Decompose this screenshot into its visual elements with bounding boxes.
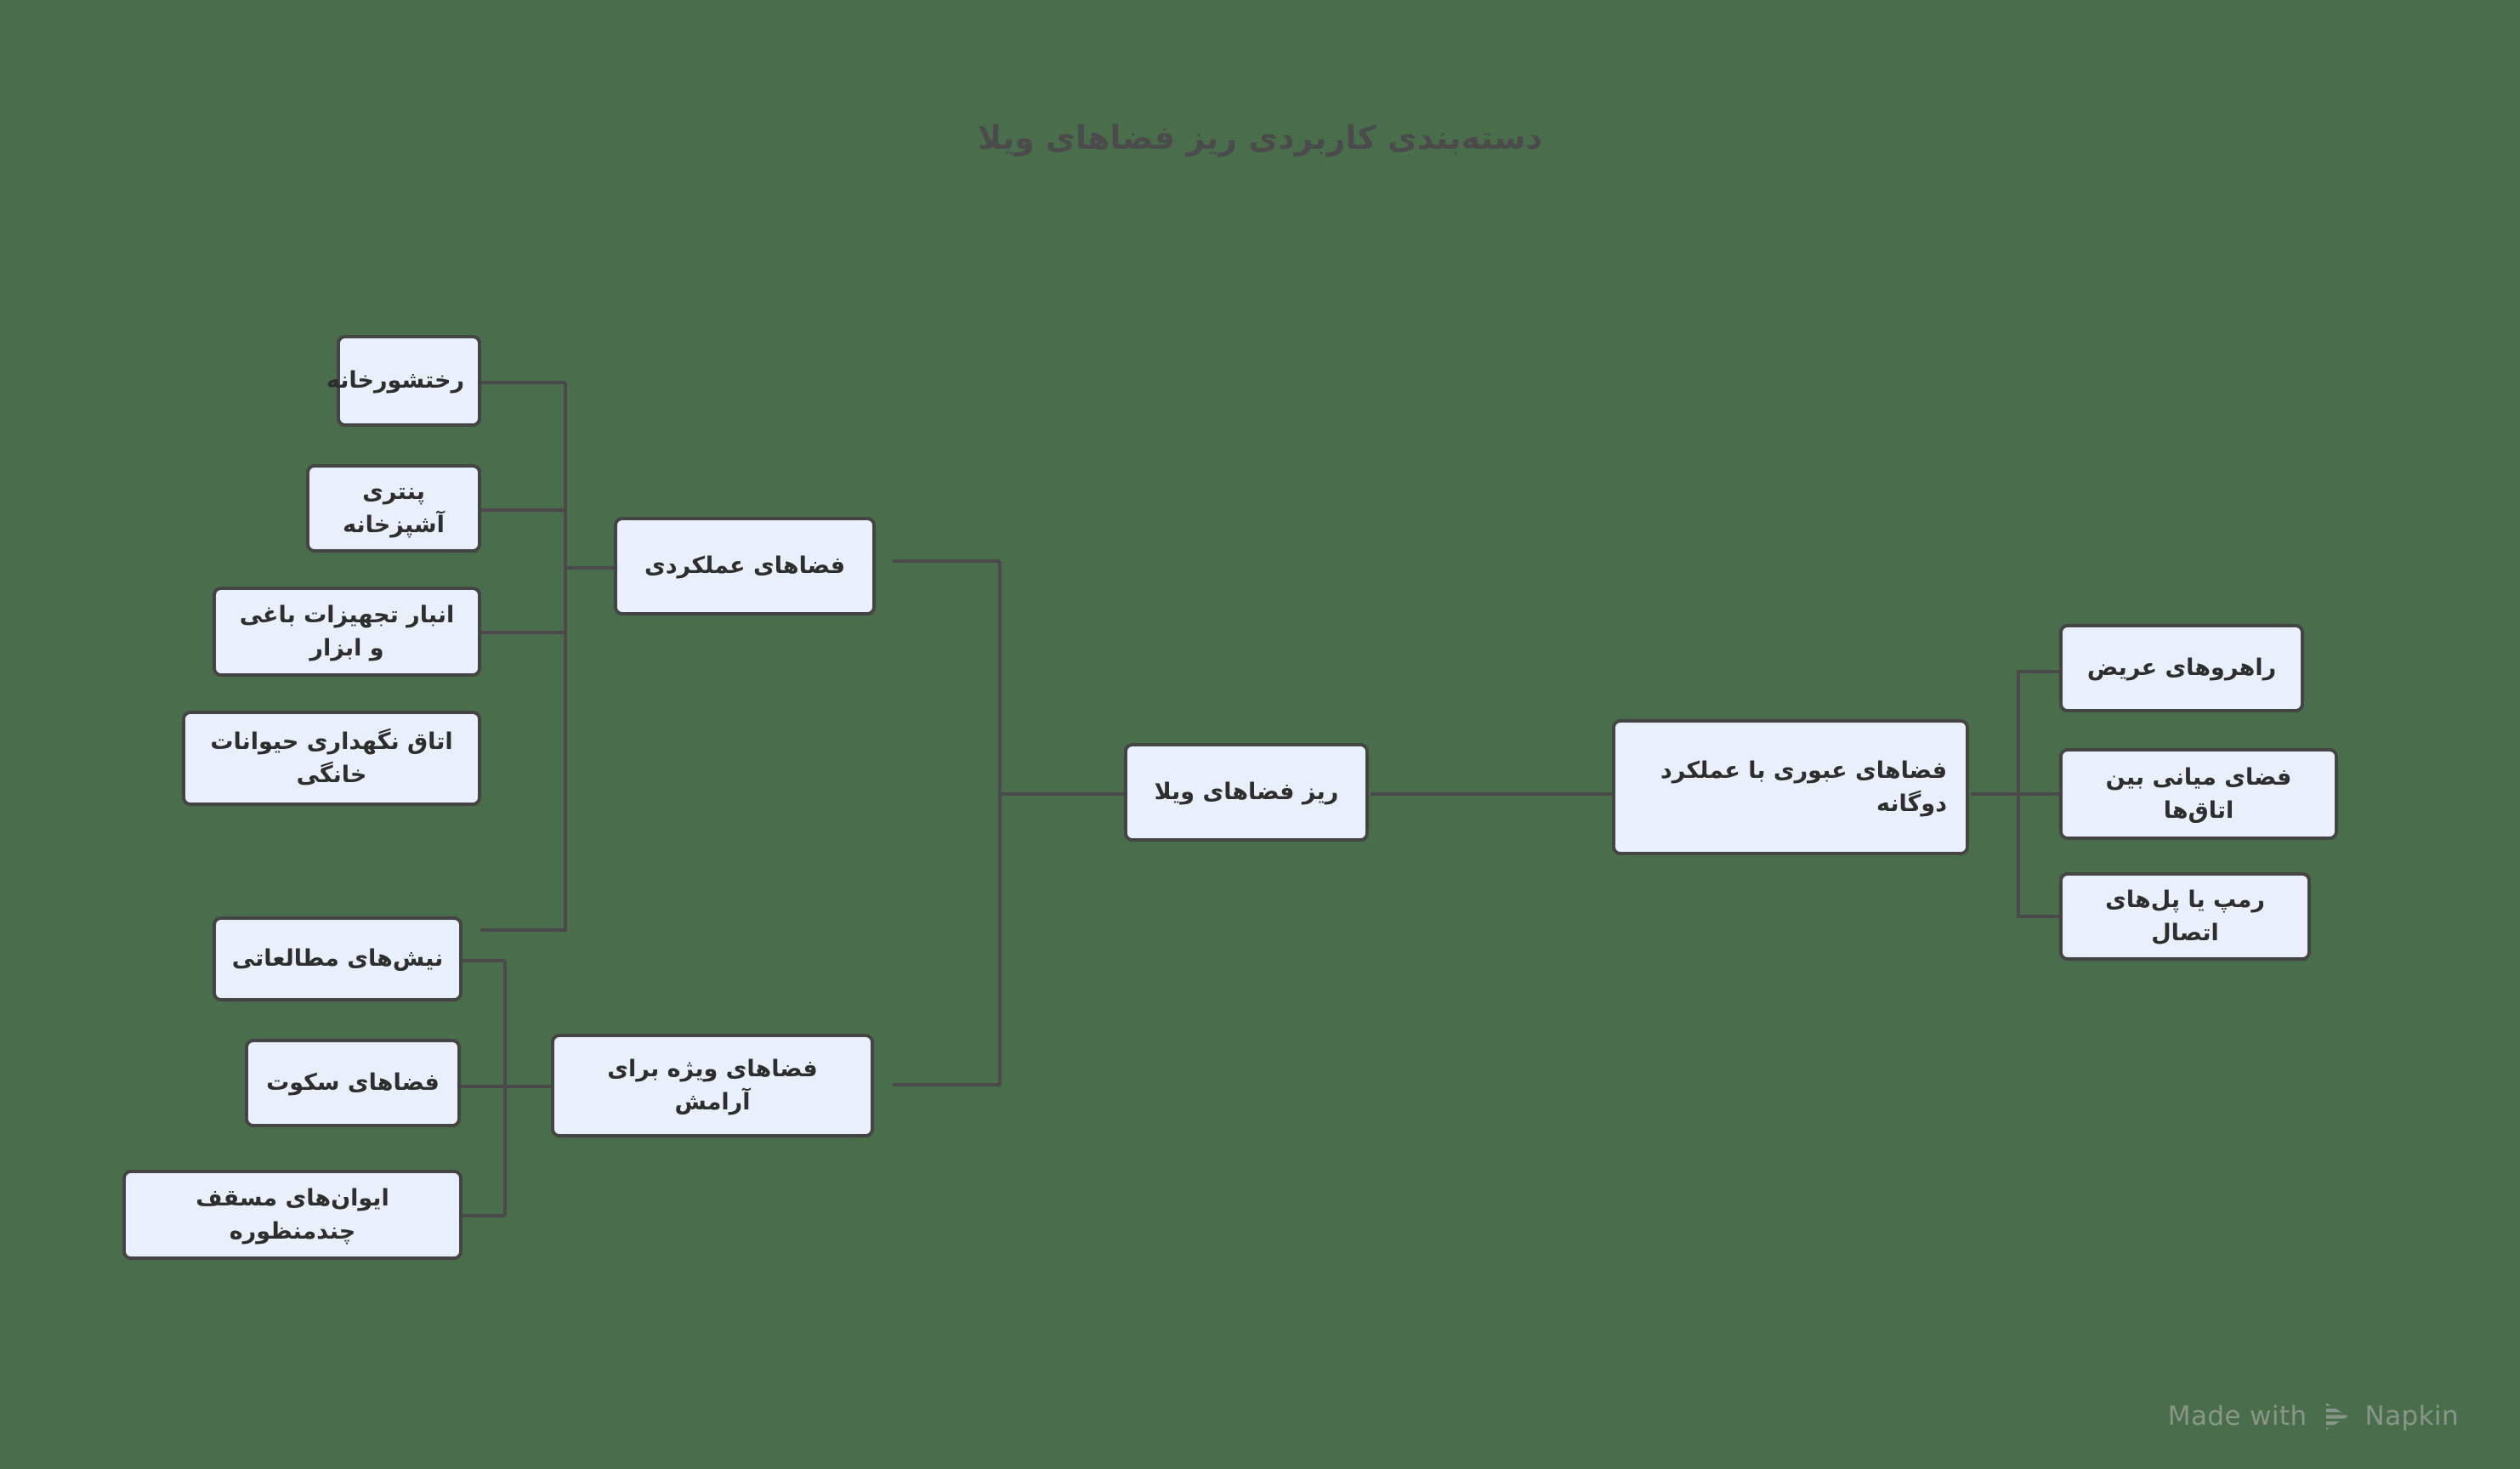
node-label: فضاهای عبوری با عملکرد دوگانه bbox=[1660, 757, 1947, 817]
node-circulation-leaf-1[interactable]: راهروهای عریض bbox=[2059, 624, 2304, 712]
edge-calm-leaf-3 bbox=[429, 1214, 505, 1217]
edge-calm-parent bbox=[503, 1085, 585, 1088]
edge-functional-leaf-4 bbox=[480, 928, 565, 932]
node-functional-leaf-2[interactable]: پنتری آشپزخانه bbox=[306, 464, 481, 553]
node-functional-leaf-1[interactable]: رختشورخانه bbox=[326, 335, 481, 427]
edge-calm-trunk bbox=[503, 961, 507, 1216]
node-label: ریز فضاهای ویلا bbox=[1154, 779, 1339, 806]
node-functional-leaf-3[interactable]: انبار تجهیزات باغی و ابزار bbox=[213, 587, 481, 677]
edge-circulation-leaf-3 bbox=[2017, 915, 2059, 918]
napkin-logo-icon bbox=[2319, 1399, 2353, 1433]
node-circulation-leaf-2[interactable]: فضای میانی بین اتاق‌ها bbox=[2059, 748, 2338, 840]
edge-center-trunk bbox=[998, 561, 1002, 1086]
edge-center-to-calm bbox=[893, 1083, 1000, 1086]
node-label: رختشورخانه bbox=[326, 367, 464, 394]
node-calm-leaf-1[interactable]: نیش‌های مطالعاتی bbox=[213, 916, 463, 1001]
edge-functional-leaf-2 bbox=[480, 508, 565, 512]
watermark-brand: Napkin bbox=[2364, 1401, 2459, 1432]
edge-functional-trunk bbox=[564, 383, 567, 932]
node-root[interactable]: ریز فضاهای ویلا bbox=[1124, 743, 1369, 842]
page-title: دسته‌بندی کاربردی ریز فضاهای ویلا bbox=[978, 119, 1542, 156]
node-label: راهروهای عریض bbox=[2086, 655, 2277, 682]
node-label: انبار تجهیزات باغی و ابزار bbox=[239, 601, 455, 661]
node-calm-leaf-2[interactable]: فضاهای سکوت bbox=[245, 1039, 461, 1127]
edge-calm-leaf-1 bbox=[429, 959, 505, 962]
node-functional-leaf-4[interactable]: اتاق نگهداری حیوانات خانگی bbox=[182, 711, 481, 806]
node-label: اتاق نگهداری حیوانات خانگی bbox=[210, 728, 453, 788]
node-label: فضاهای عملکردی bbox=[644, 553, 846, 580]
edge-root-to-circulation bbox=[1371, 792, 1614, 796]
watermark-prefix: Made with bbox=[2167, 1401, 2307, 1432]
edge-circulation-parent bbox=[1971, 792, 2018, 796]
napkin-watermark: Made with Napkin bbox=[2168, 1399, 2459, 1433]
node-label: رمپ یا پل‌های اتصال bbox=[2105, 886, 2265, 946]
node-calm-parent[interactable]: فضاهای ویژه برای آرامش bbox=[551, 1034, 874, 1137]
node-circulation-parent[interactable]: فضاهای عبوری با عملکرد دوگانه bbox=[1612, 719, 1969, 855]
node-label: پنتری آشپزخانه bbox=[343, 478, 445, 538]
node-functional-parent[interactable]: فضاهای عملکردی bbox=[614, 517, 876, 615]
edge-center-to-root bbox=[998, 792, 1126, 796]
edge-functional-parent bbox=[564, 566, 659, 570]
edge-circulation-leaf-1 bbox=[2017, 670, 2059, 673]
edge-center-to-functional bbox=[893, 559, 1000, 563]
node-calm-leaf-3[interactable]: ایوان‌های مسقف چندمنظوره bbox=[122, 1170, 463, 1260]
node-circulation-leaf-3[interactable]: رمپ یا پل‌های اتصال bbox=[2059, 872, 2311, 961]
edge-calm-leaf-2 bbox=[429, 1085, 505, 1088]
node-label: فضاهای ویژه برای آرامش bbox=[607, 1055, 818, 1115]
edge-functional-leaf-1 bbox=[480, 381, 565, 384]
edge-functional-leaf-3 bbox=[480, 631, 565, 634]
node-label: فضای میانی بین اتاق‌ها bbox=[2105, 763, 2292, 824]
node-label: نیش‌های مطالعاتی bbox=[231, 945, 444, 973]
edge-circulation-leaf-2 bbox=[2017, 792, 2059, 796]
node-label: ایوان‌های مسقف چندمنظوره bbox=[196, 1184, 389, 1245]
node-label: فضاهای سکوت bbox=[266, 1069, 440, 1097]
